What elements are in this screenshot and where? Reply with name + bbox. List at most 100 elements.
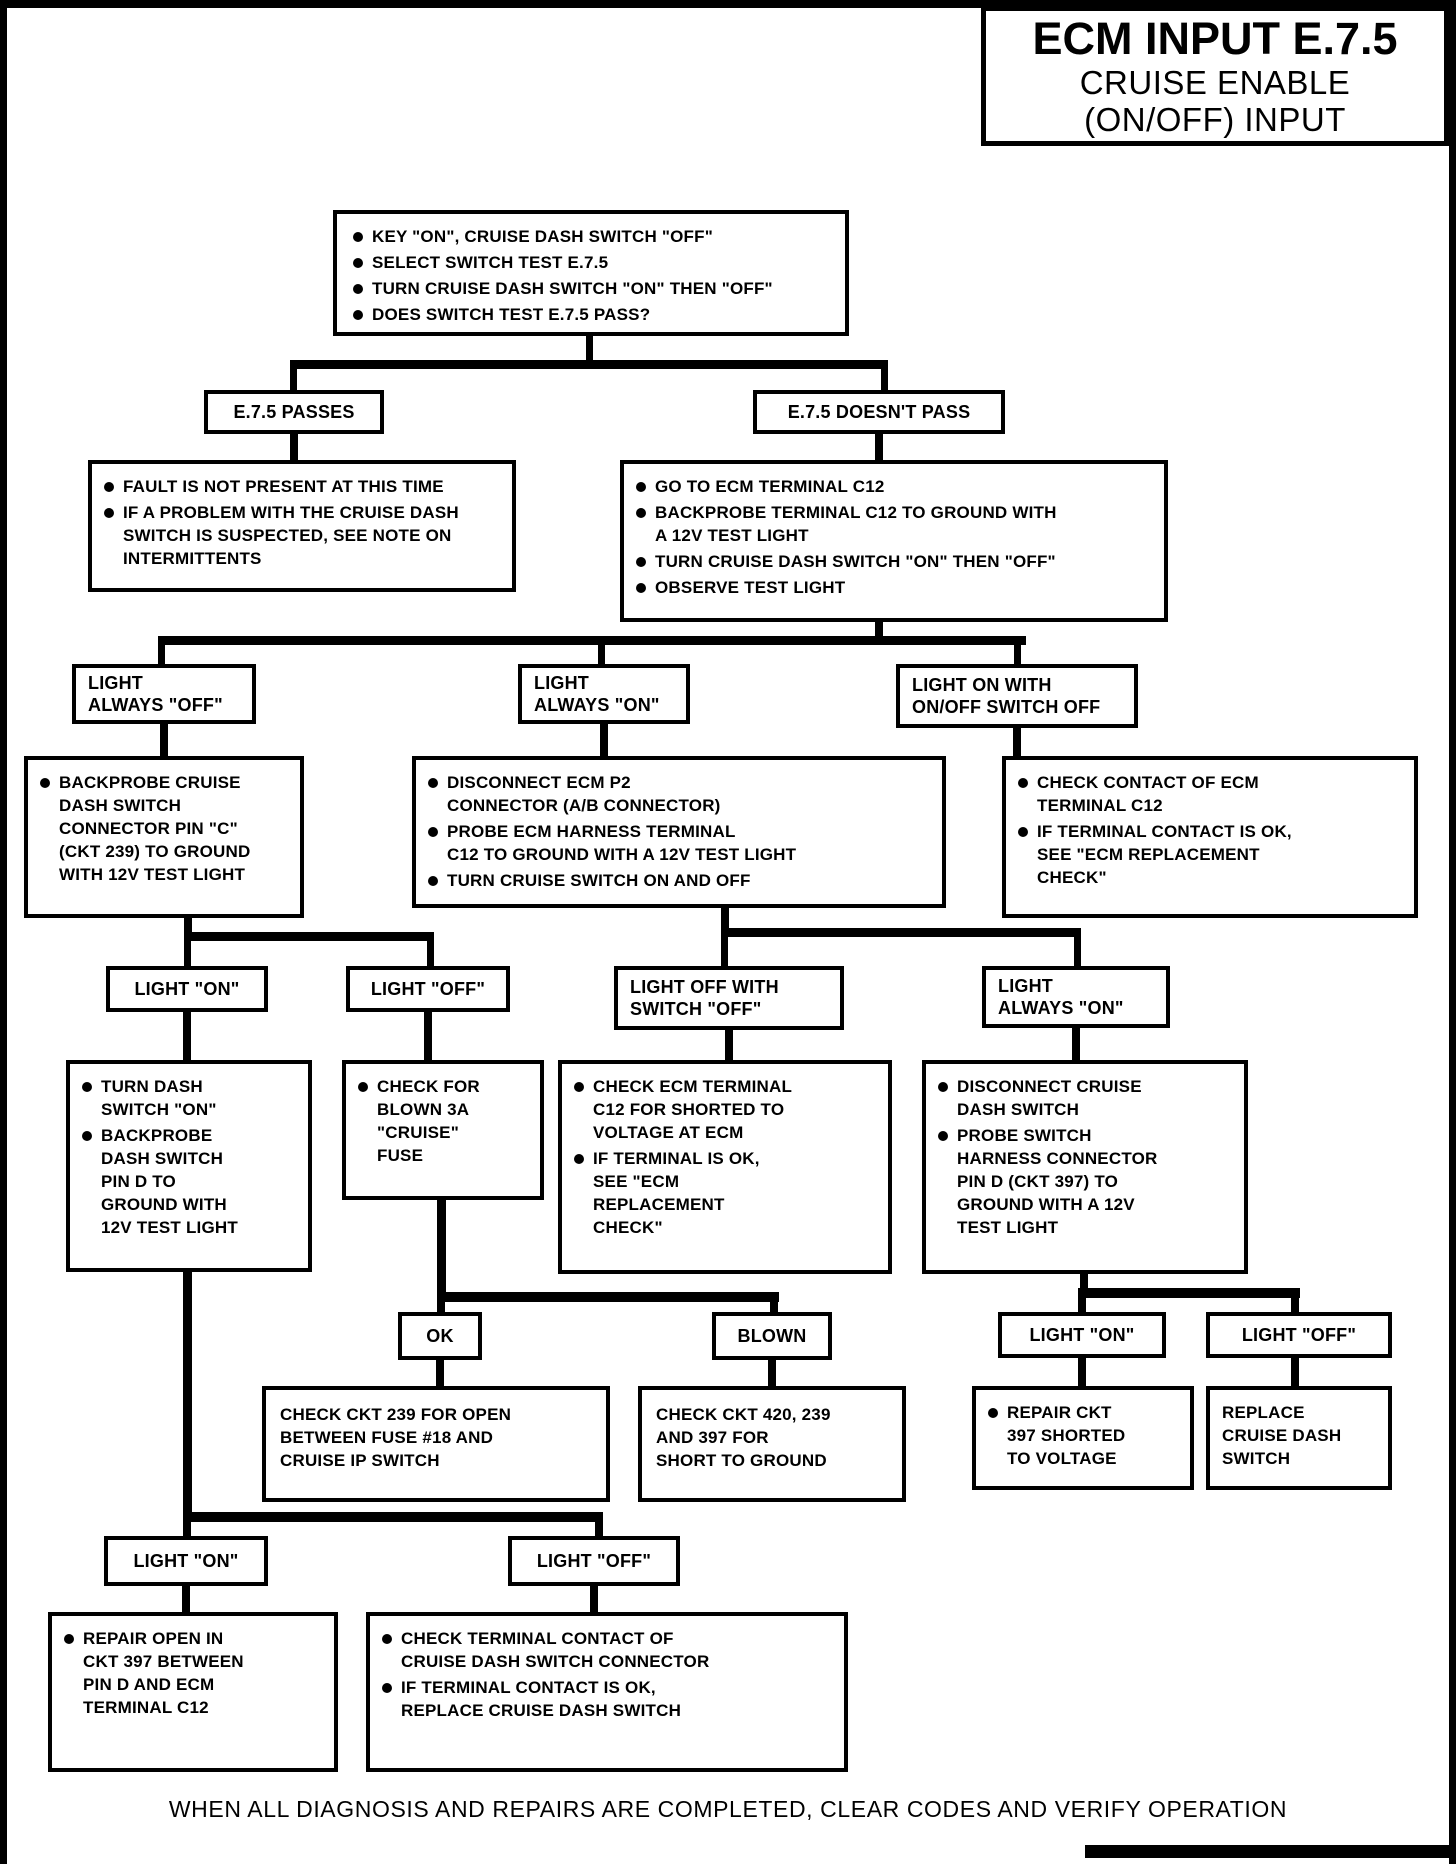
connector-line [1013, 728, 1021, 756]
footer-note: WHEN ALL DIAGNOSIS AND REPAIRS ARE COMPL… [168, 1796, 1288, 1822]
bullet-item: TURN CRUISE DASH SWITCH "ON" THEN "OFF" [636, 551, 1156, 574]
connector-line [598, 636, 605, 664]
bullet-item: TURN CRUISE DASH SWITCH "ON" THEN "OFF" [353, 278, 837, 301]
node-check-ckt-short-ground: CHECK CKT 420, 239 AND 397 FOR SHORT TO … [638, 1386, 906, 1502]
bullet-icon [104, 507, 114, 518]
bullet-icon [353, 257, 363, 268]
connector-line [424, 1012, 432, 1060]
node-light-always-off: LIGHT ALWAYS "OFF" [72, 664, 256, 724]
bullet-icon [82, 1130, 92, 1141]
bullet-icon [353, 283, 363, 294]
bullet-icon [40, 778, 50, 788]
bullet-icon [382, 1634, 392, 1644]
connector-line [183, 1512, 191, 1536]
connector-line [1078, 1288, 1086, 1312]
connector-line [590, 1586, 598, 1612]
connector-line [586, 336, 593, 362]
title-box: ECM INPUT E.7.5 CRUISE ENABLE (ON/OFF) I… [981, 6, 1449, 146]
bullet-item: IF TERMINAL IS OK, SEE "ECM REPLACEMENT … [574, 1148, 880, 1240]
bullet-icon [636, 556, 646, 567]
connector-line [427, 932, 434, 966]
bullet-item: CHECK CONTACT OF ECM TERMINAL C12 [1018, 772, 1406, 818]
bullet-icon [358, 1082, 368, 1092]
bullet-icon [428, 778, 438, 788]
bullet-item: REPAIR OPEN IN CKT 397 BETWEEN PIN D AND… [64, 1628, 326, 1720]
bullet-icon [574, 1153, 584, 1164]
connector-line [183, 1012, 191, 1060]
connector-line [436, 1360, 444, 1386]
connector-line [160, 724, 168, 756]
connector-line [600, 724, 608, 756]
bullet-item: PROBE SWITCH HARNESS CONNECTOR PIN D (CK… [938, 1125, 1236, 1240]
connector-line [595, 1512, 603, 1536]
bullet-item: BACKPROBE DASH SWITCH PIN D TO GROUND WI… [82, 1125, 300, 1240]
connector-line [183, 1272, 192, 1520]
node-passes: E.7.5 PASSES [204, 390, 384, 434]
connector-line [768, 1360, 776, 1386]
connector-line [725, 1030, 733, 1060]
connector-line [184, 932, 191, 966]
bullet-icon [1018, 826, 1028, 837]
connector-line [1074, 928, 1081, 966]
node-light-off-2: LIGHT "OFF" [1206, 1312, 1392, 1358]
node-light-off-1: LIGHT "OFF" [346, 966, 510, 1012]
connector-line [184, 918, 192, 940]
node-backprobe-pin-c: BACKPROBE CRUISE DASH SWITCH CONNECTOR P… [24, 756, 304, 918]
node-check-contact-c12: CHECK CONTACT OF ECM TERMINAL C12 IF TER… [1002, 756, 1418, 918]
node-light-off-with-switch-off: LIGHT OFF WITH SWITCH "OFF" [614, 966, 844, 1030]
bullet-item: DISCONNECT ECM P2 CONNECTOR (A/B CONNECT… [428, 772, 934, 818]
bullet-item: DOES SWITCH TEST E.7.5 PASS? [353, 304, 837, 327]
bullet-icon [574, 1082, 584, 1092]
connector-line [290, 360, 297, 390]
node-passes-action: FAULT IS NOT PRESENT AT THIS TIME IF A P… [88, 460, 516, 592]
connector-line [158, 636, 1026, 645]
page-border-bottom-segment [1085, 1845, 1449, 1858]
bullet-item: OBSERVE TEST LIGHT [636, 577, 1156, 600]
bullet-icon [382, 1682, 392, 1693]
node-repair-open-ckt-397: REPAIR OPEN IN CKT 397 BETWEEN PIN D AND… [48, 1612, 338, 1772]
bullet-item: GO TO ECM TERMINAL C12 [636, 476, 1156, 499]
connector-line [721, 928, 728, 966]
bullet-icon [64, 1634, 74, 1644]
bullet-icon [428, 875, 438, 886]
node-check-ckt-239-open: CHECK CKT 239 FOR OPEN BETWEEN FUSE #18 … [262, 1386, 610, 1502]
node-check-c12-shorted: CHECK ECM TERMINAL C12 FOR SHORTED TO VO… [558, 1060, 892, 1274]
bullet-item: BACKPROBE CRUISE DASH SWITCH CONNECTOR P… [40, 772, 292, 887]
bullet-item: IF TERMINAL CONTACT IS OK, SEE "ECM REPL… [1018, 821, 1406, 890]
node-light-off-3: LIGHT "OFF" [508, 1536, 680, 1586]
node-blown: BLOWN [712, 1312, 832, 1360]
node-doesnt-pass-action: GO TO ECM TERMINAL C12 BACKPROBE TERMINA… [620, 460, 1168, 622]
connector-line [721, 928, 1081, 937]
connector-line [1014, 636, 1021, 664]
connector-line [770, 1292, 778, 1312]
bullet-icon [104, 482, 114, 492]
bullet-icon [428, 826, 438, 837]
node-light-always-on: LIGHT ALWAYS "ON" [518, 664, 690, 724]
node-disconnect-ecm-p2: DISCONNECT ECM P2 CONNECTOR (A/B CONNECT… [412, 756, 946, 908]
connector-line [290, 434, 298, 460]
node-light-on-2: LIGHT "ON" [998, 1312, 1166, 1358]
connector-line [158, 636, 165, 664]
bullet-item: FAULT IS NOT PRESENT AT THIS TIME [104, 476, 504, 499]
page-title: ECM INPUT E.7.5 [1032, 13, 1398, 64]
page-border-left [0, 0, 7, 1864]
page-subtitle-2: (ON/OFF) INPUT [1084, 100, 1346, 138]
bullet-item: TURN DASH SWITCH "ON" [82, 1076, 300, 1122]
connector-line [290, 360, 888, 369]
bullet-item: TURN CRUISE SWITCH ON AND OFF [428, 870, 934, 893]
page-border-top [0, 0, 1456, 8]
connector-line [875, 622, 883, 645]
connector-line [437, 1292, 445, 1312]
bullet-item: REPAIR CKT 397 SHORTED TO VOLTAGE [988, 1402, 1182, 1471]
node-repair-ckt-397-voltage: REPAIR CKT 397 SHORTED TO VOLTAGE [972, 1386, 1194, 1490]
bullet-icon [353, 232, 363, 242]
page-border-right [1449, 0, 1456, 1864]
bullet-icon [636, 482, 646, 492]
connector-line [182, 1586, 190, 1612]
connector-line [881, 360, 888, 390]
connector-line [437, 1292, 779, 1302]
connector-line [1291, 1288, 1299, 1312]
node-turn-dash-switch-on: TURN DASH SWITCH "ON" BACKPROBE DASH SWI… [66, 1060, 312, 1272]
connector-line [1078, 1288, 1300, 1298]
node-light-on-with-switch-off: LIGHT ON WITH ON/OFF SWITCH OFF [896, 664, 1138, 728]
